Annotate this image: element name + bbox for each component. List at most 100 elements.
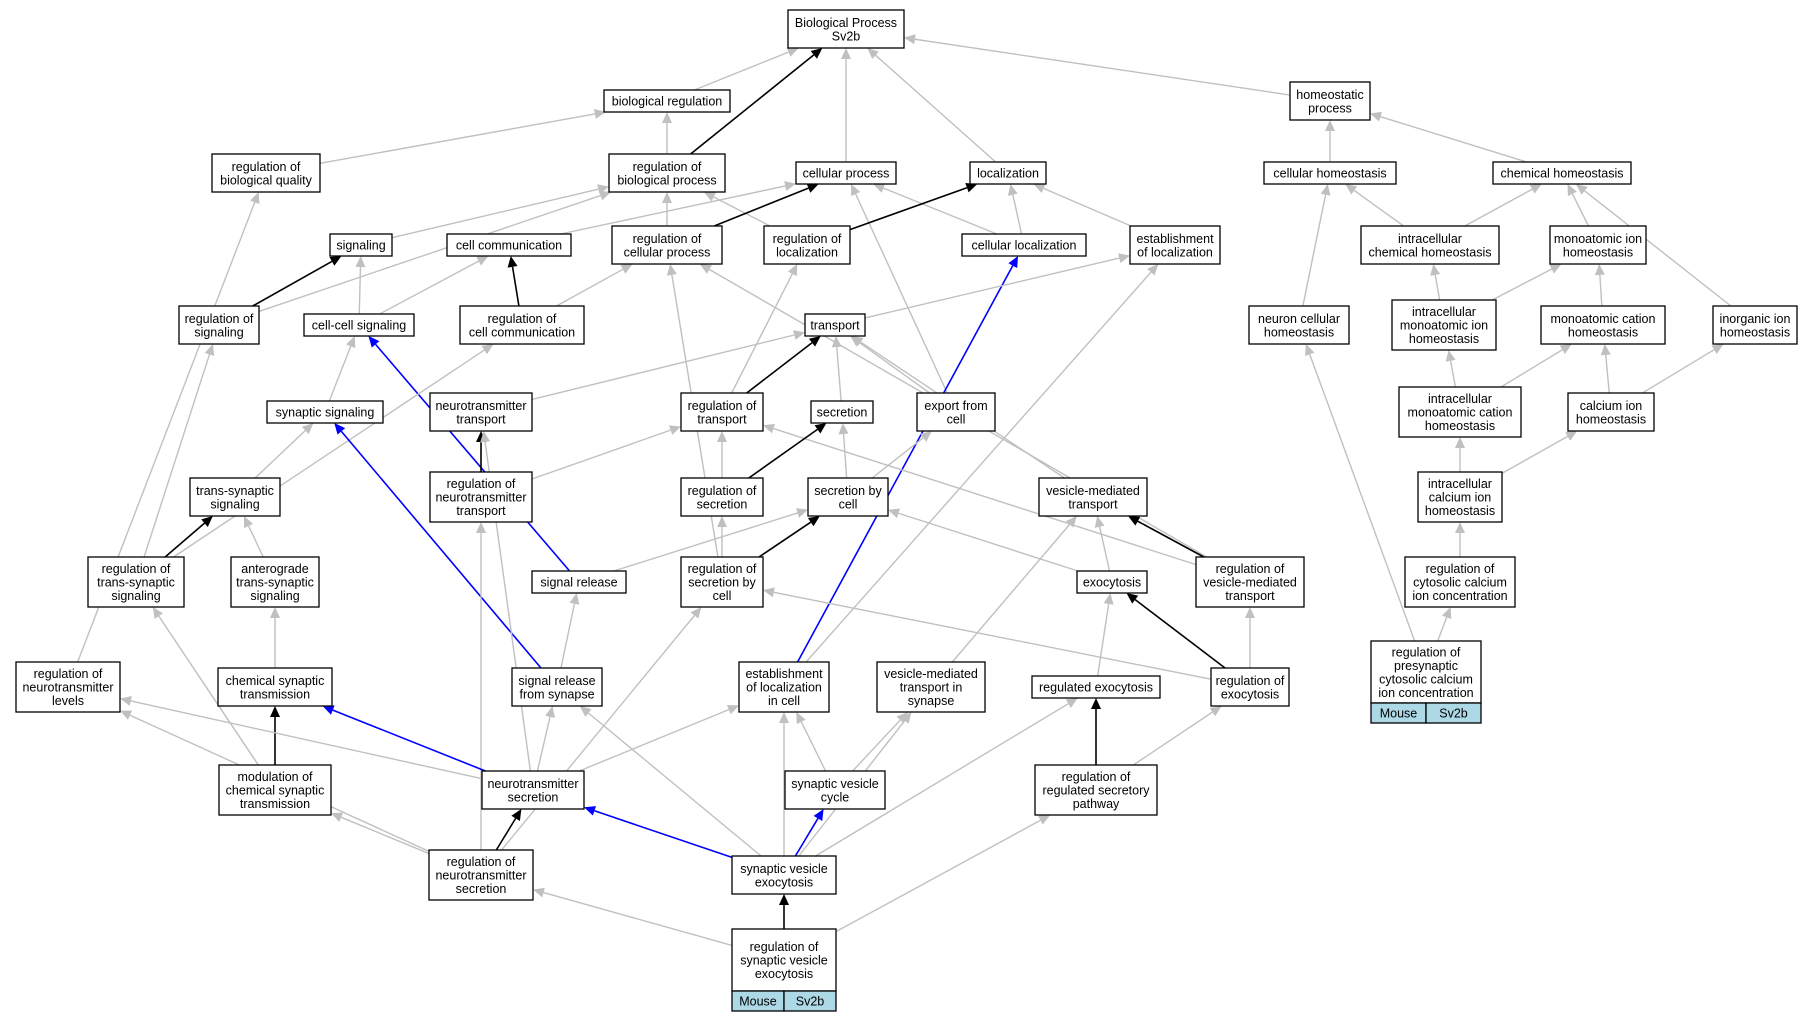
edge-line xyxy=(594,810,733,859)
go-node-regulated-exocytosis[interactable]: regulated exocytosis xyxy=(1031,675,1161,699)
go-node-secretion[interactable]: secretion xyxy=(810,400,874,424)
node-box xyxy=(429,471,533,523)
go-node-signaling[interactable]: signaling xyxy=(329,233,393,257)
node-box xyxy=(738,661,830,713)
node-label: transport xyxy=(697,412,747,426)
node-box xyxy=(531,570,627,594)
edge-regulation-of-cellular-process-to-regulation-of-biological-process xyxy=(662,192,672,226)
node-label: monoatomic ion xyxy=(1554,232,1642,246)
go-node-cell-communication[interactable]: cell communication xyxy=(446,233,572,257)
go-node-cellular-localization[interactable]: cellular localization xyxy=(961,233,1087,257)
node-label: regulation of xyxy=(688,562,757,576)
edge-line xyxy=(254,430,306,479)
edge-arrowhead xyxy=(900,712,912,724)
go-node-signal-release[interactable]: signal release xyxy=(531,570,627,594)
edge-line xyxy=(613,512,798,572)
edge-arrowhead xyxy=(796,712,806,725)
edge-regulation-of-secretion-to-regulation-of-transport xyxy=(717,431,727,478)
go-node-localization[interactable]: localization xyxy=(969,161,1047,185)
edge-line xyxy=(951,523,1071,663)
node-label: regulation of xyxy=(232,160,301,174)
node-box xyxy=(266,400,384,424)
edge-line xyxy=(164,522,206,558)
edge-regulation-of-trans-synaptic-signaling-to-regulation-of-signaling xyxy=(143,344,215,558)
node-label: localization xyxy=(776,245,838,259)
node-box xyxy=(1210,667,1290,707)
edge-neurotransmitter-transport-to-transport xyxy=(531,330,805,401)
edge-regulation-of-trans-synaptic-signaling-to-trans-synaptic-signaling xyxy=(164,516,213,558)
node-label: intracellular xyxy=(1398,232,1462,246)
edge-regulation-of-neurotransmitter-secretion-to-neurotransmitter-secretion xyxy=(495,809,522,851)
go-node-cellular-process[interactable]: cellular process xyxy=(795,161,897,185)
go-node-cell-cell-signaling[interactable]: cell-cell signaling xyxy=(303,313,415,337)
edge-line xyxy=(731,273,793,394)
edge-regulation-of-localization-to-localization xyxy=(849,183,978,231)
node-label: neurotransmitter xyxy=(435,869,526,883)
go-node-synaptic-signaling[interactable]: synaptic signaling xyxy=(266,400,384,424)
edge-arrowhead xyxy=(1600,344,1611,356)
edge-arrowhead xyxy=(888,508,901,519)
edge-arrowhead xyxy=(1455,437,1465,448)
node-label: homeostasis xyxy=(1409,332,1479,346)
go-node-chemical-homeostasis[interactable]: chemical homeostasis xyxy=(1492,161,1632,185)
go-node-biological-regulation[interactable]: biological regulation xyxy=(603,89,731,113)
node-label: homeostasis xyxy=(1568,325,1638,339)
go-node-exocytosis[interactable]: exocytosis xyxy=(1076,570,1148,594)
edge-line xyxy=(158,615,259,766)
node-label: exocytosis xyxy=(1221,687,1279,701)
go-node-cellular-homeostasis[interactable]: cellular homeostasis xyxy=(1263,161,1397,185)
go-node-transport[interactable]: transport xyxy=(804,313,866,337)
node-label: signaling xyxy=(111,589,160,603)
node-box xyxy=(1031,675,1161,699)
edge-line xyxy=(1096,603,1110,677)
edge-neuron-cellular-homeostasis-to-cellular-homeostasis xyxy=(1302,184,1331,307)
node-label: cell xyxy=(713,589,732,603)
node-box xyxy=(446,233,572,257)
